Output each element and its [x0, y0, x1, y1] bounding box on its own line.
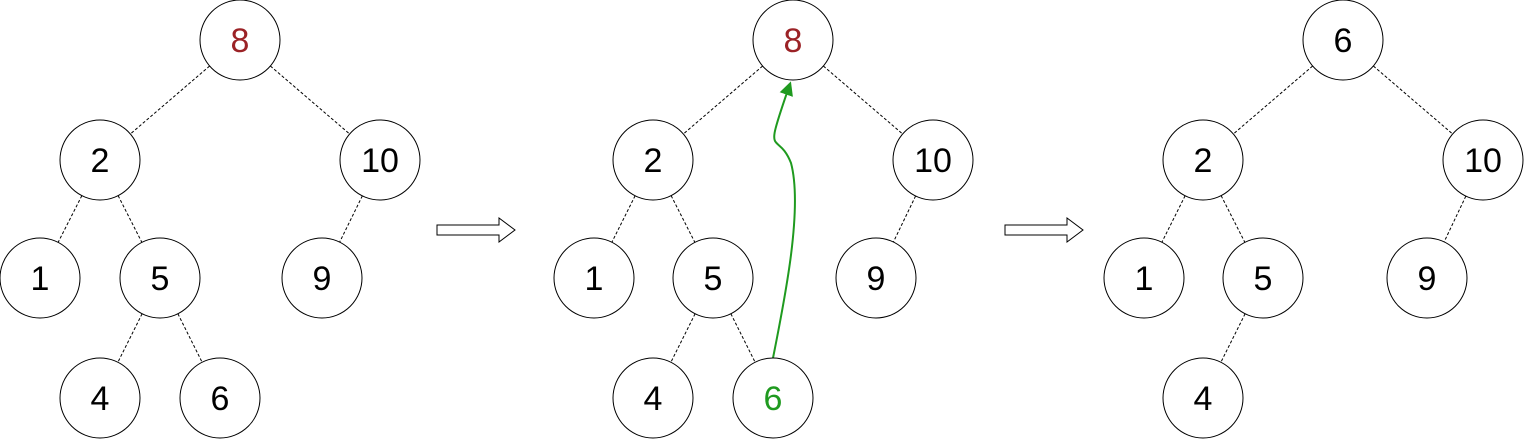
tree-node-4: 4: [1162, 357, 1244, 439]
tree-node-2: 2: [612, 119, 694, 201]
tree-node-5: 5: [1222, 237, 1304, 319]
edge-6-10: [1373, 65, 1453, 135]
node-circle: [199, 0, 281, 81]
edge-8-10: [823, 65, 903, 135]
edge-10-9: [339, 195, 363, 243]
node-circle: [1442, 119, 1524, 201]
node-circle: [1162, 357, 1244, 439]
edge-8-10: [270, 65, 350, 135]
tree-node-9: 9: [835, 237, 917, 319]
edge-2-1: [1161, 195, 1186, 243]
tree-node-5: 5: [672, 237, 754, 319]
tree-node-6: 6: [732, 357, 814, 439]
node-label: 6: [1334, 22, 1353, 60]
edge-5-6-removed: [730, 313, 756, 363]
node-circle: [179, 357, 261, 439]
edge-10-9: [892, 195, 917, 243]
node-label: 6: [764, 380, 783, 418]
tree-node-1: 1: [1103, 237, 1185, 319]
node-label: 9: [867, 260, 886, 298]
node-label: 4: [91, 380, 110, 418]
node-circle: [119, 237, 201, 319]
tree-node-6: 6: [179, 357, 261, 439]
tree-node-1: 1: [0, 237, 81, 319]
tree-node-6: 6: [1302, 0, 1384, 81]
node-circle: [1302, 0, 1384, 81]
edge-2-1: [611, 195, 636, 243]
edge-10-9: [1443, 195, 1467, 243]
node-circle: [1386, 237, 1468, 319]
edge-6-2: [1233, 65, 1313, 135]
tree-node-4: 4: [612, 357, 694, 439]
node-label: 10: [1464, 142, 1502, 180]
tree-node-10: 10: [1442, 119, 1524, 201]
edge-2-5: [117, 195, 143, 243]
edge-2-5: [1220, 195, 1246, 243]
tree-node-5: 5: [119, 237, 201, 319]
node-label: 10: [914, 142, 952, 180]
edge-2-1: [57, 195, 83, 243]
edges-layer: [57, 65, 1467, 363]
node-label: 1: [1135, 260, 1154, 298]
node-label: 1: [585, 260, 604, 298]
edge-8-2: [130, 65, 210, 135]
node-label: 5: [1254, 260, 1273, 298]
tree-node-4: 4: [59, 357, 141, 439]
node-label: 8: [784, 22, 803, 60]
node-label: 2: [1194, 142, 1213, 180]
node-circle: [612, 357, 694, 439]
tree-node-2: 2: [59, 119, 141, 201]
tree-node-1: 1: [553, 237, 635, 319]
edge-2-5: [670, 195, 696, 243]
edge-5-4: [1220, 313, 1246, 363]
edge-5-4: [117, 313, 143, 363]
node-label: 10: [361, 142, 399, 180]
node-label: 2: [644, 142, 663, 180]
tree-node-9: 9: [281, 237, 363, 319]
node-circle: [339, 119, 421, 201]
node-circle: [0, 237, 81, 319]
node-circle: [1103, 237, 1185, 319]
tree-node-2: 2: [1162, 119, 1244, 201]
node-circle: [553, 237, 635, 319]
node-label: 6: [211, 380, 230, 418]
node-circle: [752, 0, 834, 81]
node-label: 9: [313, 260, 332, 298]
edge-8-2: [683, 65, 763, 135]
node-circle: [1162, 119, 1244, 201]
node-label: 5: [151, 260, 170, 298]
node-label: 2: [91, 142, 110, 180]
node-label: 9: [1418, 260, 1437, 298]
transition-arrow-1-to-2: [436, 217, 516, 243]
node-circle: [281, 237, 363, 319]
tree-node-10: 10: [339, 119, 421, 201]
tree-node-9: 9: [1386, 237, 1468, 319]
node-label: 5: [704, 260, 723, 298]
node-circle: [1222, 237, 1304, 319]
tree-node-8: 8: [752, 0, 834, 81]
move-arrow-6-to-root: [772, 81, 796, 359]
node-circle: [732, 357, 814, 439]
edge-5-4: [670, 313, 696, 363]
transition-arrow-2-to-3: [1004, 217, 1084, 243]
node-circle: [59, 119, 141, 201]
node-label: 1: [31, 260, 50, 298]
node-label: 8: [231, 22, 250, 60]
node-circle: [59, 357, 141, 439]
node-circle: [612, 119, 694, 201]
node-circle: [672, 237, 754, 319]
node-label: 4: [644, 380, 663, 418]
edge-5-6: [177, 313, 203, 363]
node-circle: [892, 119, 974, 201]
arrows-layer: [436, 81, 1084, 359]
tree-node-8: 8: [199, 0, 281, 81]
node-circle: [835, 237, 917, 319]
node-label: 4: [1194, 380, 1213, 418]
tree-node-10: 10: [892, 119, 974, 201]
